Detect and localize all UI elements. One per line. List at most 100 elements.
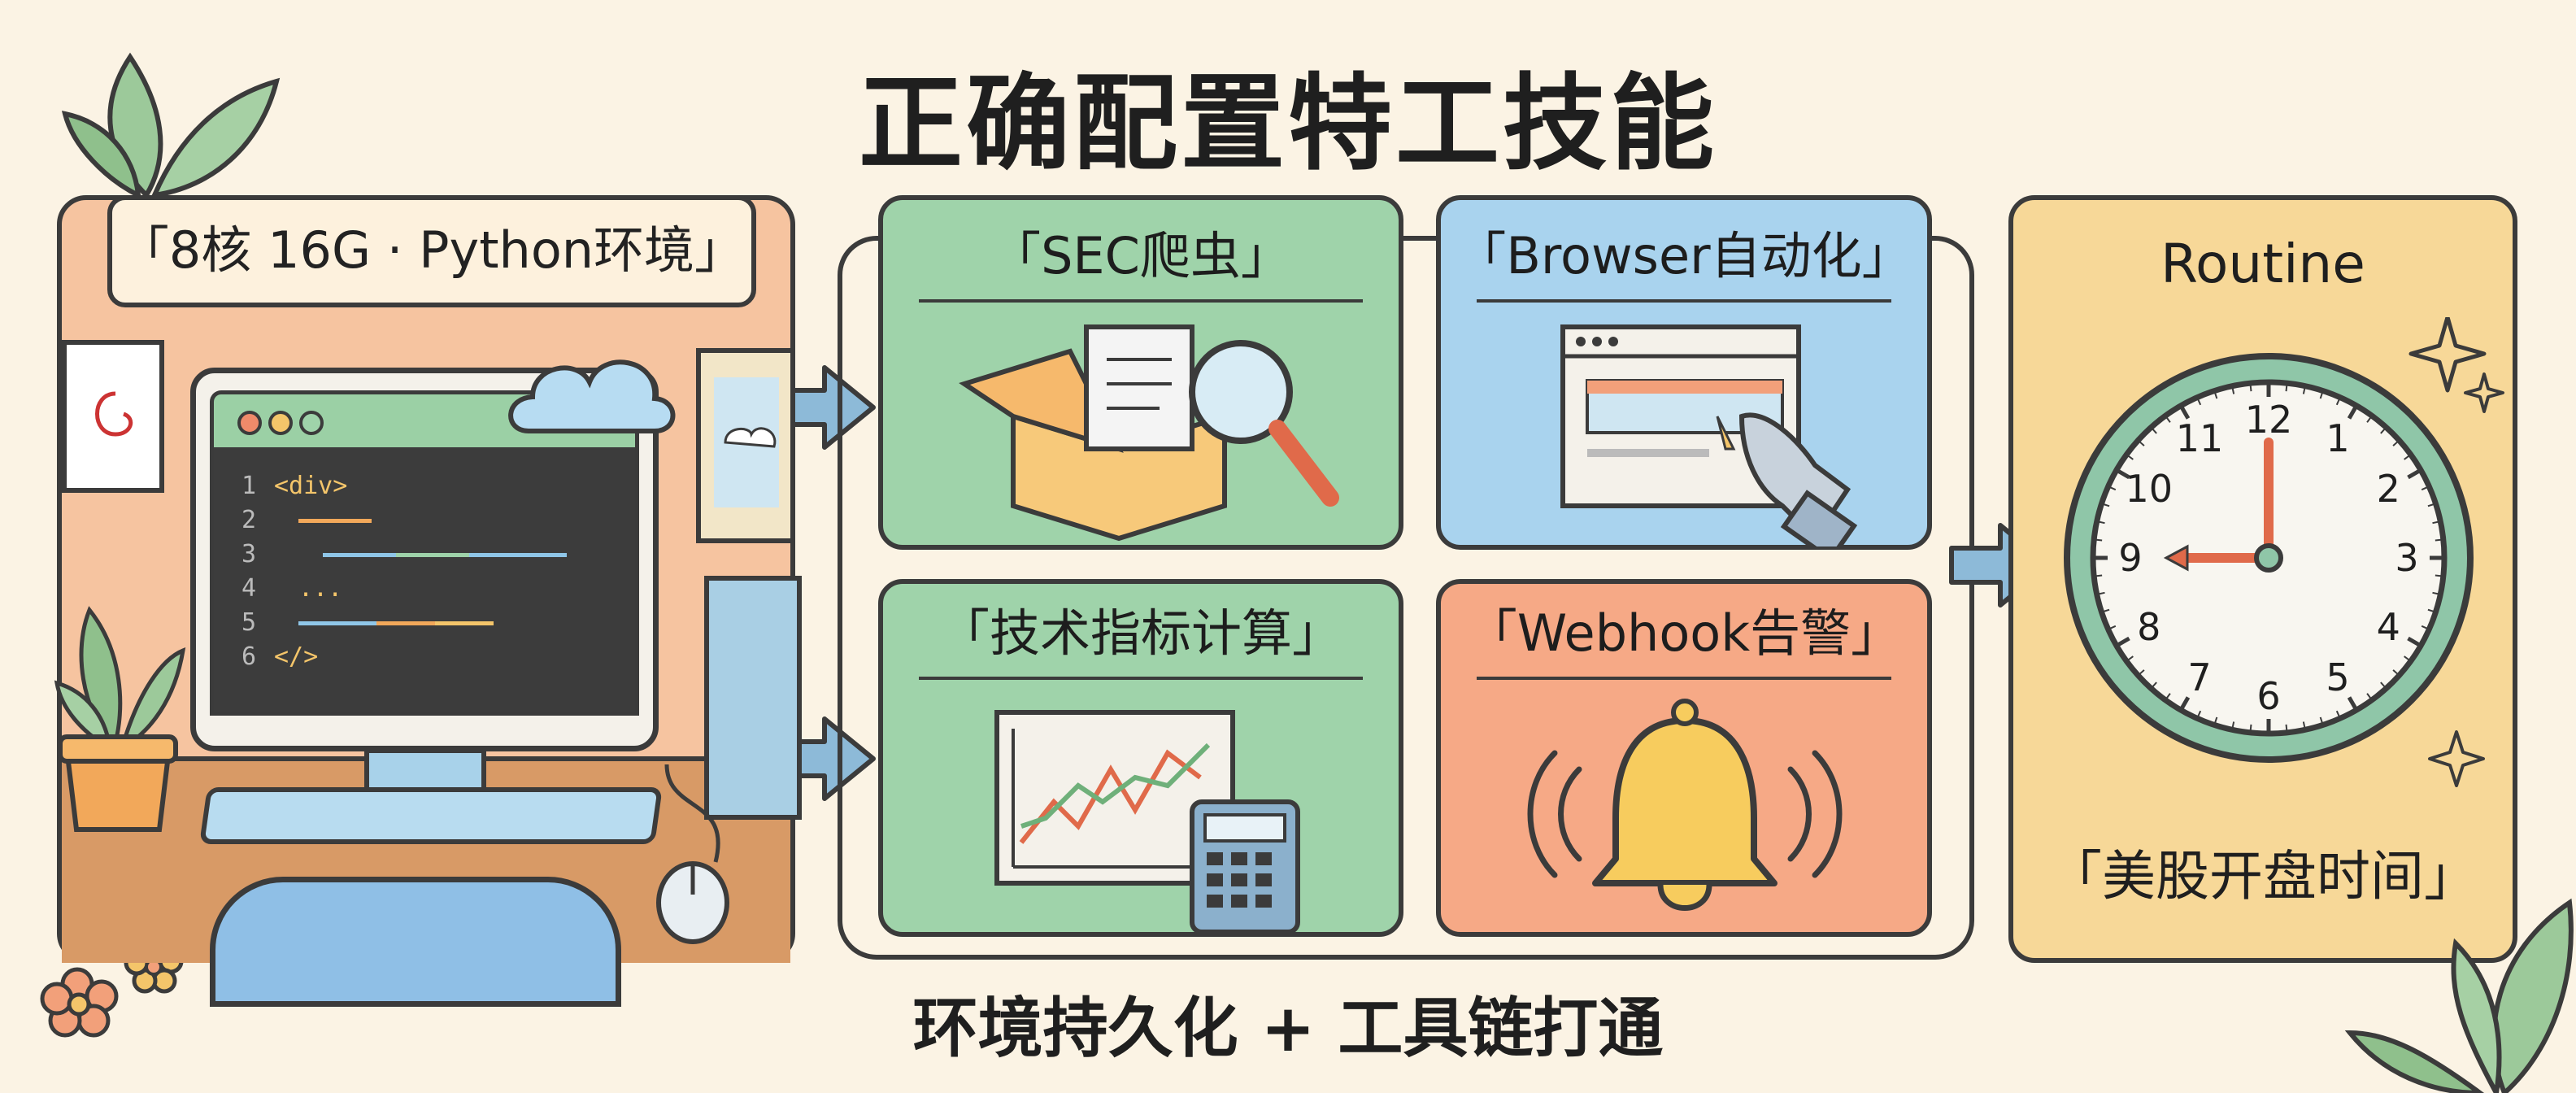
clock-tick [2347, 696, 2358, 710]
clock-tick [2407, 468, 2421, 480]
clock-tick [2109, 486, 2117, 491]
clock-tick [2103, 608, 2110, 613]
clock-number: 2 [2377, 467, 2400, 511]
clock-tick [2319, 392, 2324, 399]
clock-tick [2095, 574, 2103, 577]
code-line: 6</> [242, 642, 635, 677]
clock-tick [2302, 387, 2306, 394]
clock-tick [2127, 655, 2134, 661]
clock-tick [2335, 398, 2340, 406]
clock-tick [2179, 696, 2191, 710]
clock-tick [2404, 655, 2410, 661]
clock-tick [2213, 716, 2218, 724]
robot-hand-browser-icon [1560, 324, 1858, 563]
clock-tick [2127, 455, 2134, 460]
clock-tick [2335, 710, 2340, 717]
divider [919, 299, 1363, 303]
computer-tower [704, 576, 802, 820]
code-stroke [323, 553, 567, 557]
bell-icon [1527, 699, 1843, 911]
code-text: </> [274, 642, 319, 671]
clock-ticks [2095, 384, 2443, 732]
clock-number: 8 [2137, 605, 2160, 649]
keyboard [199, 787, 663, 844]
clock-number: 5 [2326, 655, 2349, 699]
mouse-icon [656, 764, 729, 944]
window-dot-green [299, 411, 324, 435]
sparkle-icon [2408, 317, 2504, 413]
code-line: 2 [242, 506, 635, 540]
code-line: 4... [242, 574, 635, 608]
clock-number: 9 [2118, 536, 2142, 580]
line-number: 2 [242, 506, 257, 534]
clock-tick [2347, 406, 2358, 420]
skill-card-browser-automation: 「Browser自动化」 [1436, 195, 1932, 563]
clock-tick [2165, 693, 2171, 699]
chart-calculator-icon [994, 710, 1300, 934]
clock-number: 7 [2187, 655, 2211, 699]
clock-tick [2109, 625, 2117, 629]
skill-card-technical-indicators: 「技术指标计算」 [878, 579, 1403, 937]
clock-number: 3 [2395, 536, 2418, 580]
flowers-decoration-icon [40, 938, 184, 1038]
code-line: 3 [242, 540, 635, 574]
clock-tick [2319, 716, 2324, 724]
clock-tick [2421, 625, 2428, 629]
cloud-picture-icon [714, 377, 779, 507]
clock-tick [2103, 503, 2110, 507]
page-title: 正确配置特工技能 [858, 63, 1717, 185]
clock-tick [2231, 721, 2235, 729]
skill-label: 「技术指标计算」 [938, 603, 1342, 663]
clock-tick [2435, 574, 2442, 577]
skill-label: 「Webhook告警」 [1466, 603, 1902, 663]
skill-card-webhook-alert: 「Webhook告警」 [1436, 579, 1932, 937]
code-line: 5 [242, 608, 635, 642]
cloud-icon [508, 359, 676, 433]
debian-swirl-icon [95, 391, 133, 437]
footer-caption: 环境持久化 + 工具链打通 [912, 991, 1664, 1066]
clock-tick [2213, 392, 2218, 399]
clock-tick [2179, 406, 2191, 420]
skills-group [838, 236, 1974, 960]
clock-tick [2366, 416, 2372, 423]
leaves-decoration-icon [2344, 898, 2574, 1093]
clock-tick [2197, 398, 2202, 406]
clock-number: 11 [2176, 416, 2224, 460]
chair [210, 877, 621, 1007]
code-stroke [298, 519, 372, 523]
divider [919, 677, 1363, 680]
clock-number: 1 [2326, 416, 2349, 460]
line-number: 3 [242, 540, 257, 568]
clock-tick [2435, 538, 2442, 542]
routine-subtitle: 「美股开盘时间」 [2048, 845, 2478, 908]
clock-number: 10 [2126, 467, 2174, 511]
sparkle-icon [2428, 730, 2485, 787]
clock-tick [2407, 636, 2421, 647]
clock-number: 12 [2245, 398, 2293, 442]
clock-number: 4 [2377, 605, 2400, 649]
divider [1477, 299, 1891, 303]
clock-tick [2432, 520, 2439, 525]
clock-tick [2095, 538, 2103, 542]
clock-tick [2421, 486, 2428, 491]
line-number: 4 [242, 574, 257, 603]
clock-number: 6 [2256, 674, 2280, 718]
box-magnifier-icon [959, 324, 1339, 542]
window-dot-red [237, 411, 262, 435]
code-text: <div> [274, 472, 348, 500]
clock-tick [2404, 455, 2410, 460]
window-dot-yellow [268, 411, 293, 435]
clock-tick [2427, 608, 2435, 613]
line-number: 5 [242, 608, 257, 637]
code-line: 1<div> [242, 472, 635, 506]
clock-tick [2380, 428, 2386, 434]
divider [1477, 677, 1891, 680]
skill-card-sec-crawler: 「SEC爬虫」 [878, 195, 1403, 550]
clock-tick [2380, 681, 2386, 688]
wall-poster [62, 340, 164, 493]
clock-tick [2152, 428, 2157, 434]
clock-tick [2165, 416, 2171, 423]
clock-tick [2098, 520, 2105, 525]
code-text: ... [298, 574, 343, 603]
